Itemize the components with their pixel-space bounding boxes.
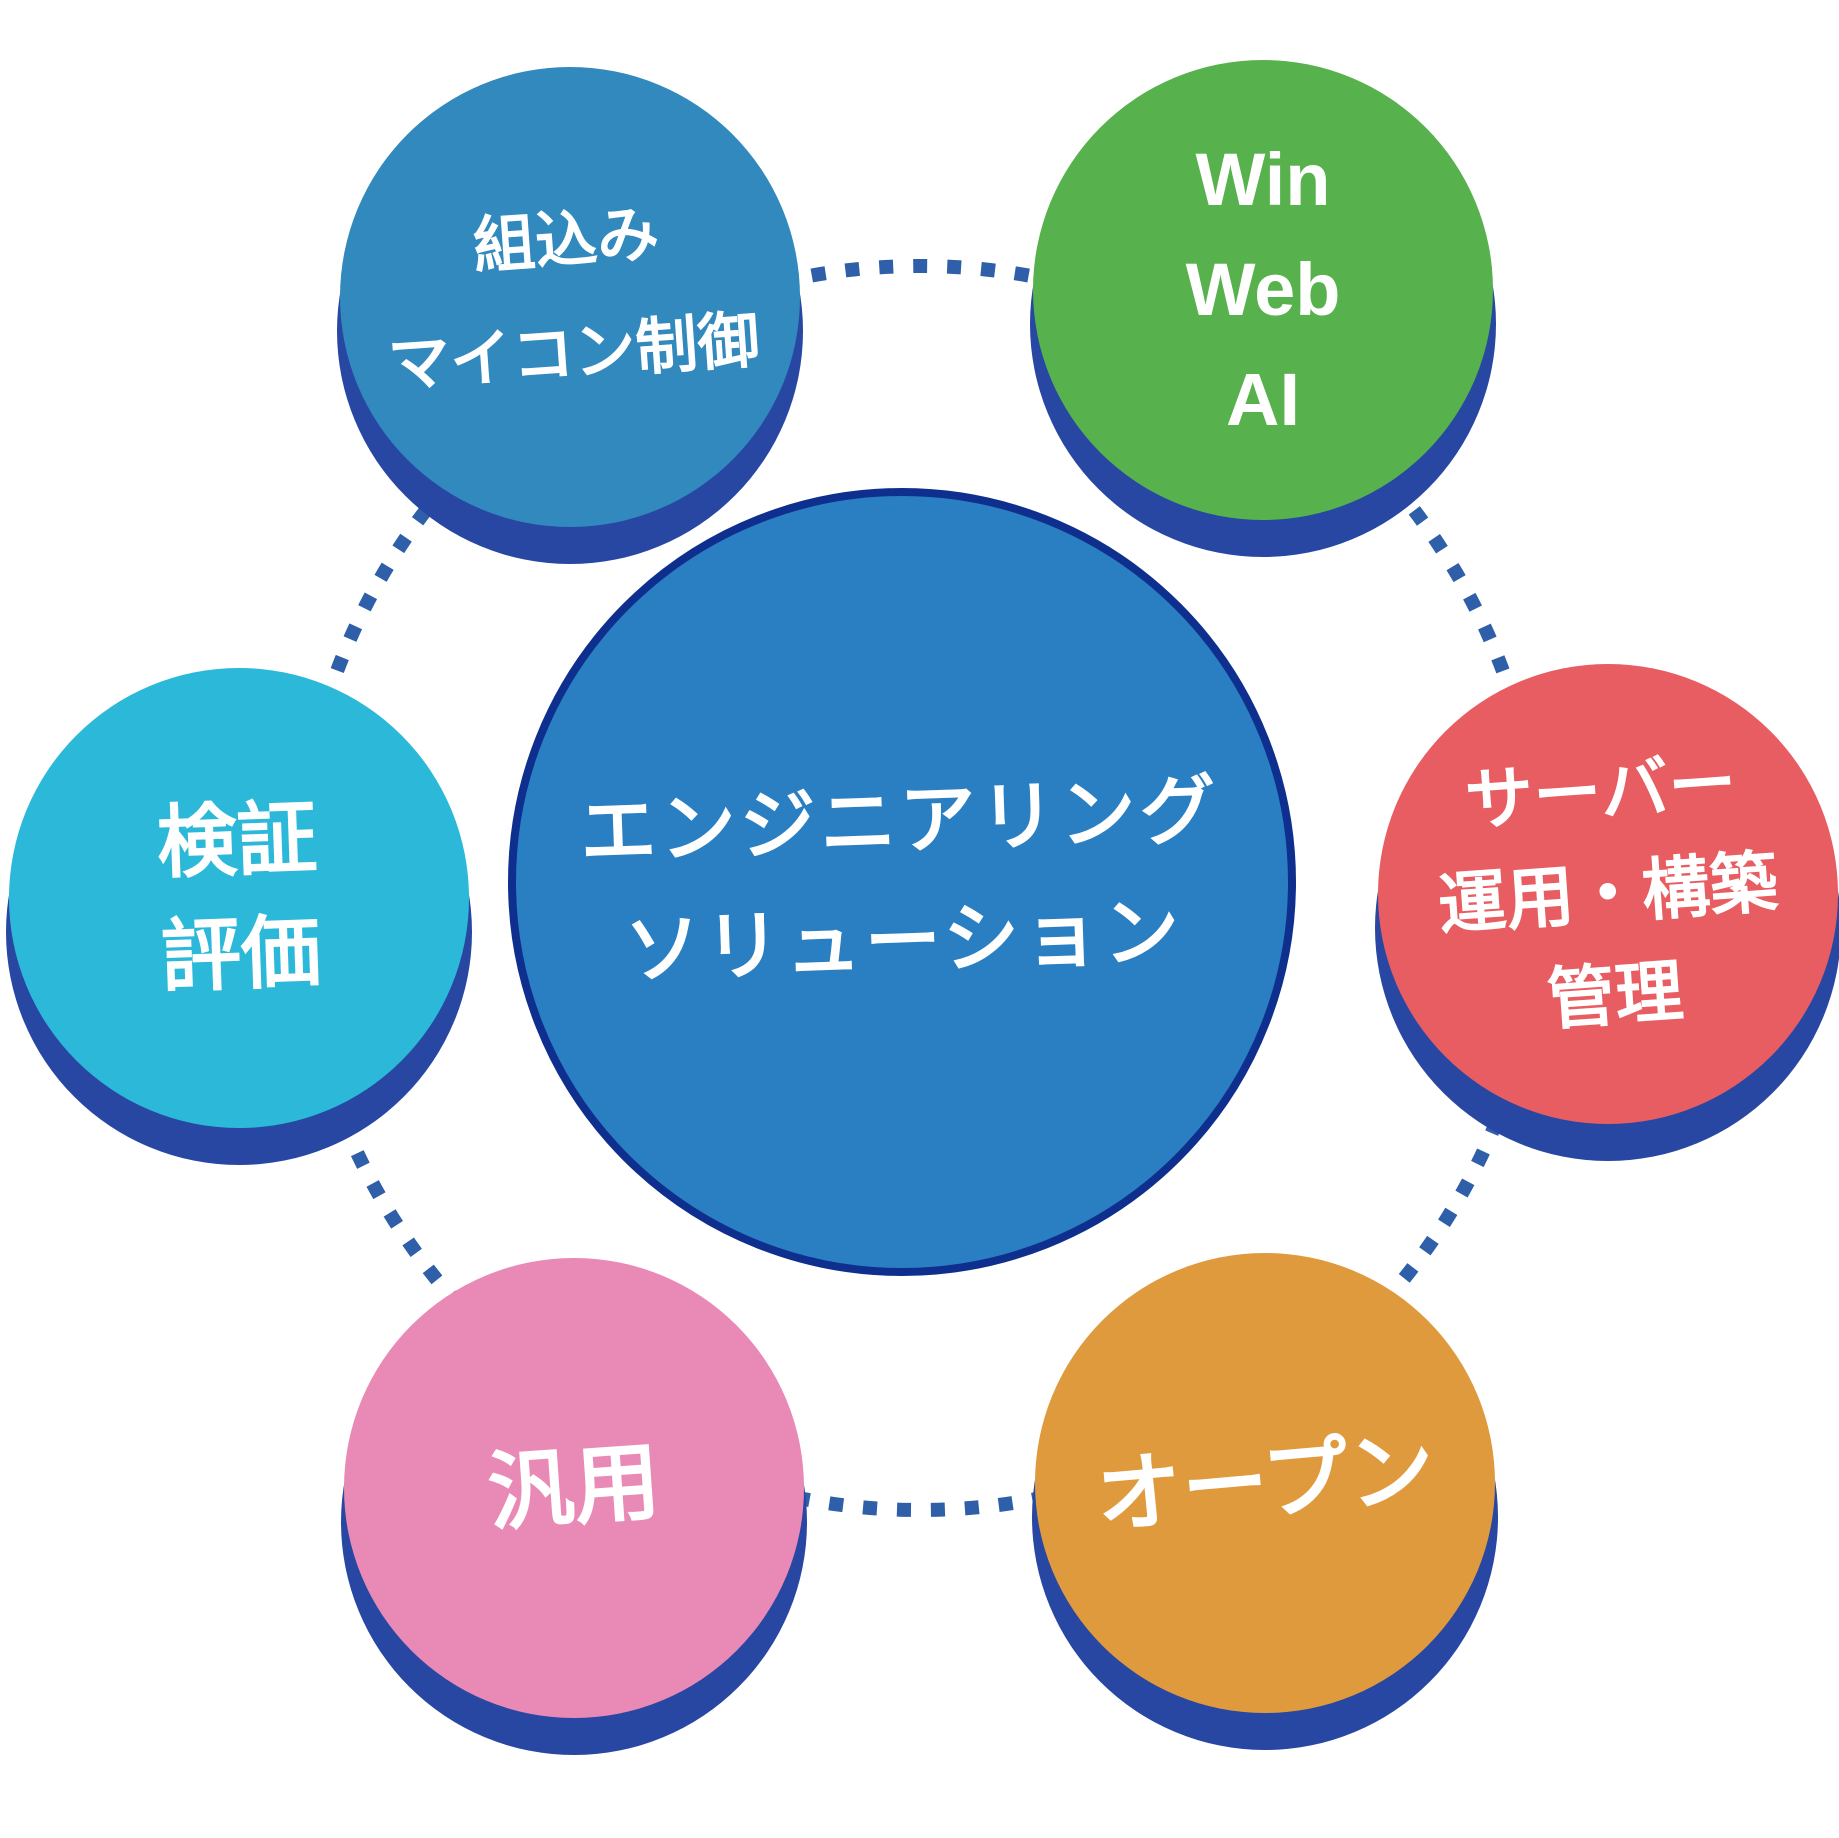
circle-general-purpose: 汎用 [344,1258,804,1718]
circle-engineering-solution: エンジニアリング ソリューション [508,488,1296,1276]
circle-win-web-ai: Win Web AI [1033,60,1493,520]
circle-server-operation: サーバー 運用・構築 管理 [1378,664,1838,1124]
circle-server-label: サーバー 運用・構築 管理 [1428,730,1789,1059]
label-line: 汎用 [484,1434,664,1542]
center-title-line2: ソリューション [623,890,1185,994]
label-line: オープン [1092,1420,1438,1546]
circle-open-label: オープン [1092,1418,1438,1547]
center-title-line1: エンジニアリング [578,768,1222,876]
circle-embedded-microcontroller: 組込み マイコン制御 [340,67,800,527]
label-line: 検証 [155,793,319,888]
circle-general-purpose-label: 汎用 [485,1432,664,1544]
circle-embedded-label: 組込み マイコン制御 [377,171,764,422]
center-title: エンジニアリング ソリューション [578,751,1226,1013]
circle-open: オープン [1035,1253,1495,1713]
circle-win-web-ai-label: Win Web AI [1186,125,1341,455]
circle-verification-evaluation: 検証 評価 [9,668,469,1128]
label-line: 評価 [159,907,323,1002]
label-line: Web [1185,248,1341,331]
label-line: AI [1226,358,1300,441]
label-line: Win [1195,138,1331,221]
circle-verification-label: 検証 評価 [155,781,323,1014]
